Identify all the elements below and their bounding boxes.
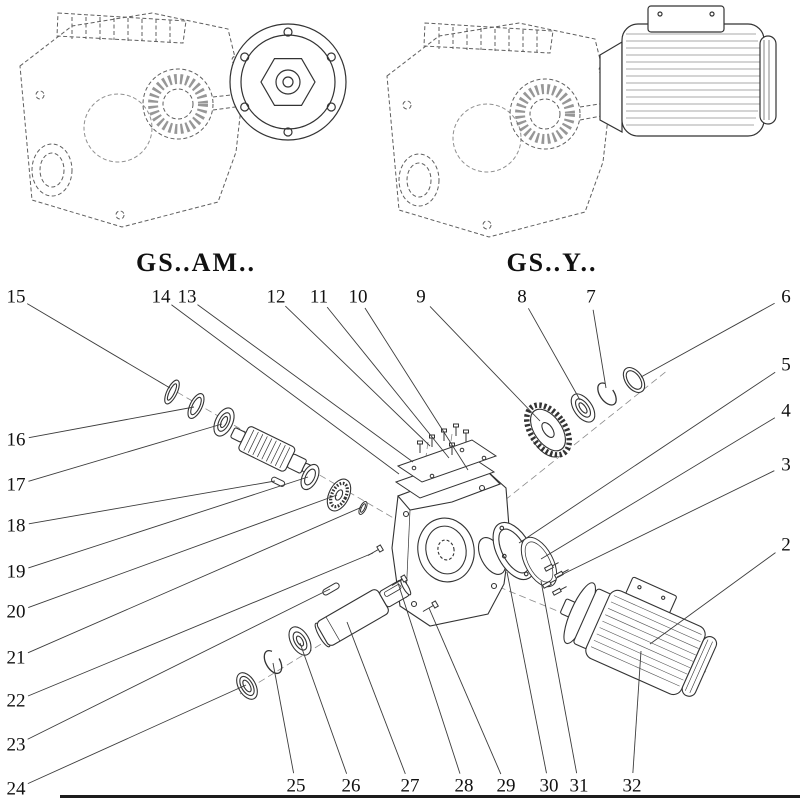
leader-line-21 bbox=[27, 506, 363, 654]
callout-14: 14 bbox=[151, 286, 171, 308]
callout-12: 12 bbox=[266, 286, 286, 308]
part-worm-wheel-20 bbox=[326, 478, 352, 512]
callout-24: 24 bbox=[6, 778, 26, 800]
callout-19: 19 bbox=[6, 561, 26, 583]
part-screw-28 bbox=[391, 574, 408, 586]
leader-line-27 bbox=[346, 621, 406, 775]
leader-line-25 bbox=[272, 662, 295, 774]
part-bearing-17 bbox=[213, 407, 235, 437]
variant-label-gs-y: GS..Y.. bbox=[506, 248, 598, 277]
leader-line-26 bbox=[299, 642, 348, 774]
callout-28: 28 bbox=[454, 775, 474, 797]
part-motor bbox=[560, 576, 718, 697]
callout-3: 3 bbox=[781, 454, 791, 476]
leader-line-14 bbox=[171, 304, 400, 475]
leader-line-5 bbox=[518, 371, 776, 544]
callout-32: 32 bbox=[622, 775, 642, 797]
part-screw-29 bbox=[422, 600, 439, 612]
leader-line-11 bbox=[326, 306, 450, 459]
callout-7: 7 bbox=[586, 286, 596, 308]
part-ring-6 bbox=[622, 366, 646, 394]
part-circlip-7 bbox=[597, 382, 617, 406]
leader-line-10 bbox=[364, 307, 469, 471]
leader-line-17 bbox=[28, 423, 223, 482]
leader-line-18 bbox=[28, 480, 276, 525]
leader-line-22 bbox=[27, 552, 374, 697]
part-seal-24 bbox=[236, 672, 258, 700]
leader-line-24 bbox=[27, 684, 247, 785]
leader-line-3 bbox=[556, 470, 775, 578]
callout-13: 13 bbox=[177, 286, 197, 308]
callout-2: 2 bbox=[781, 534, 791, 556]
callout-25: 25 bbox=[286, 775, 306, 797]
callout-6: 6 bbox=[781, 286, 791, 308]
callout-20: 20 bbox=[6, 601, 26, 623]
gs-am-flange-drawing bbox=[229, 23, 347, 141]
leader-line-2 bbox=[649, 552, 776, 645]
part-bearing-26 bbox=[288, 626, 312, 656]
callout-26: 26 bbox=[341, 775, 361, 797]
leader-line-19 bbox=[28, 476, 309, 569]
callout-11: 11 bbox=[309, 286, 329, 308]
callout-16: 16 bbox=[6, 429, 26, 451]
part-seal-ring-15 bbox=[164, 379, 180, 405]
callout-17: 17 bbox=[6, 474, 26, 496]
callout-27: 27 bbox=[400, 775, 420, 797]
leader-line-20 bbox=[28, 494, 338, 608]
callout-30: 30 bbox=[539, 775, 559, 797]
callout-29: 29 bbox=[496, 775, 516, 797]
leader-line-29 bbox=[428, 607, 502, 775]
leader-line-30 bbox=[506, 571, 547, 774]
callout-15: 15 bbox=[6, 286, 26, 308]
callout-5: 5 bbox=[781, 354, 791, 376]
callout-8: 8 bbox=[517, 286, 527, 308]
leader-line-13 bbox=[197, 304, 414, 463]
leader-line-31 bbox=[540, 580, 578, 774]
bottom-rule bbox=[60, 795, 800, 798]
leader-line-32 bbox=[632, 650, 642, 774]
callout-9: 9 bbox=[416, 286, 426, 308]
leader-line-4 bbox=[540, 417, 776, 560]
leader-line-6 bbox=[640, 302, 775, 378]
part-mount-bolts bbox=[541, 562, 569, 596]
part-bearing-8 bbox=[570, 393, 596, 423]
callout-4: 4 bbox=[781, 400, 791, 422]
part-output-shaft-27 bbox=[314, 578, 412, 648]
callout-18: 18 bbox=[6, 515, 26, 537]
part-cover-screws bbox=[417, 423, 469, 455]
part-cover-plate bbox=[394, 439, 498, 499]
leader-line-16 bbox=[28, 406, 195, 439]
callout-31: 31 bbox=[569, 775, 589, 797]
part-gear-9 bbox=[523, 402, 573, 458]
part-circlip-25 bbox=[263, 649, 283, 675]
leader-line-12 bbox=[285, 305, 431, 447]
callout-22: 22 bbox=[6, 690, 26, 712]
gs-y-housing-drawing bbox=[386, 22, 613, 238]
variant-label-gs-am: GS..AM.. bbox=[136, 248, 256, 277]
callout-21: 21 bbox=[6, 647, 26, 669]
leader-line-23 bbox=[27, 588, 331, 740]
part-worm-shaft bbox=[230, 426, 317, 477]
leader-line-28 bbox=[397, 582, 461, 774]
part-bearing-19 bbox=[300, 463, 320, 491]
leader-line-15 bbox=[26, 303, 171, 389]
leader-line-9 bbox=[429, 306, 541, 422]
gs-y-motor-drawing bbox=[599, 5, 777, 137]
part-ring-16 bbox=[187, 393, 205, 419]
leader-line-8 bbox=[527, 308, 581, 401]
part-key-23 bbox=[322, 582, 340, 596]
leader-line-7 bbox=[592, 309, 607, 389]
callout-23: 23 bbox=[6, 734, 26, 756]
callout-10: 10 bbox=[348, 286, 368, 308]
